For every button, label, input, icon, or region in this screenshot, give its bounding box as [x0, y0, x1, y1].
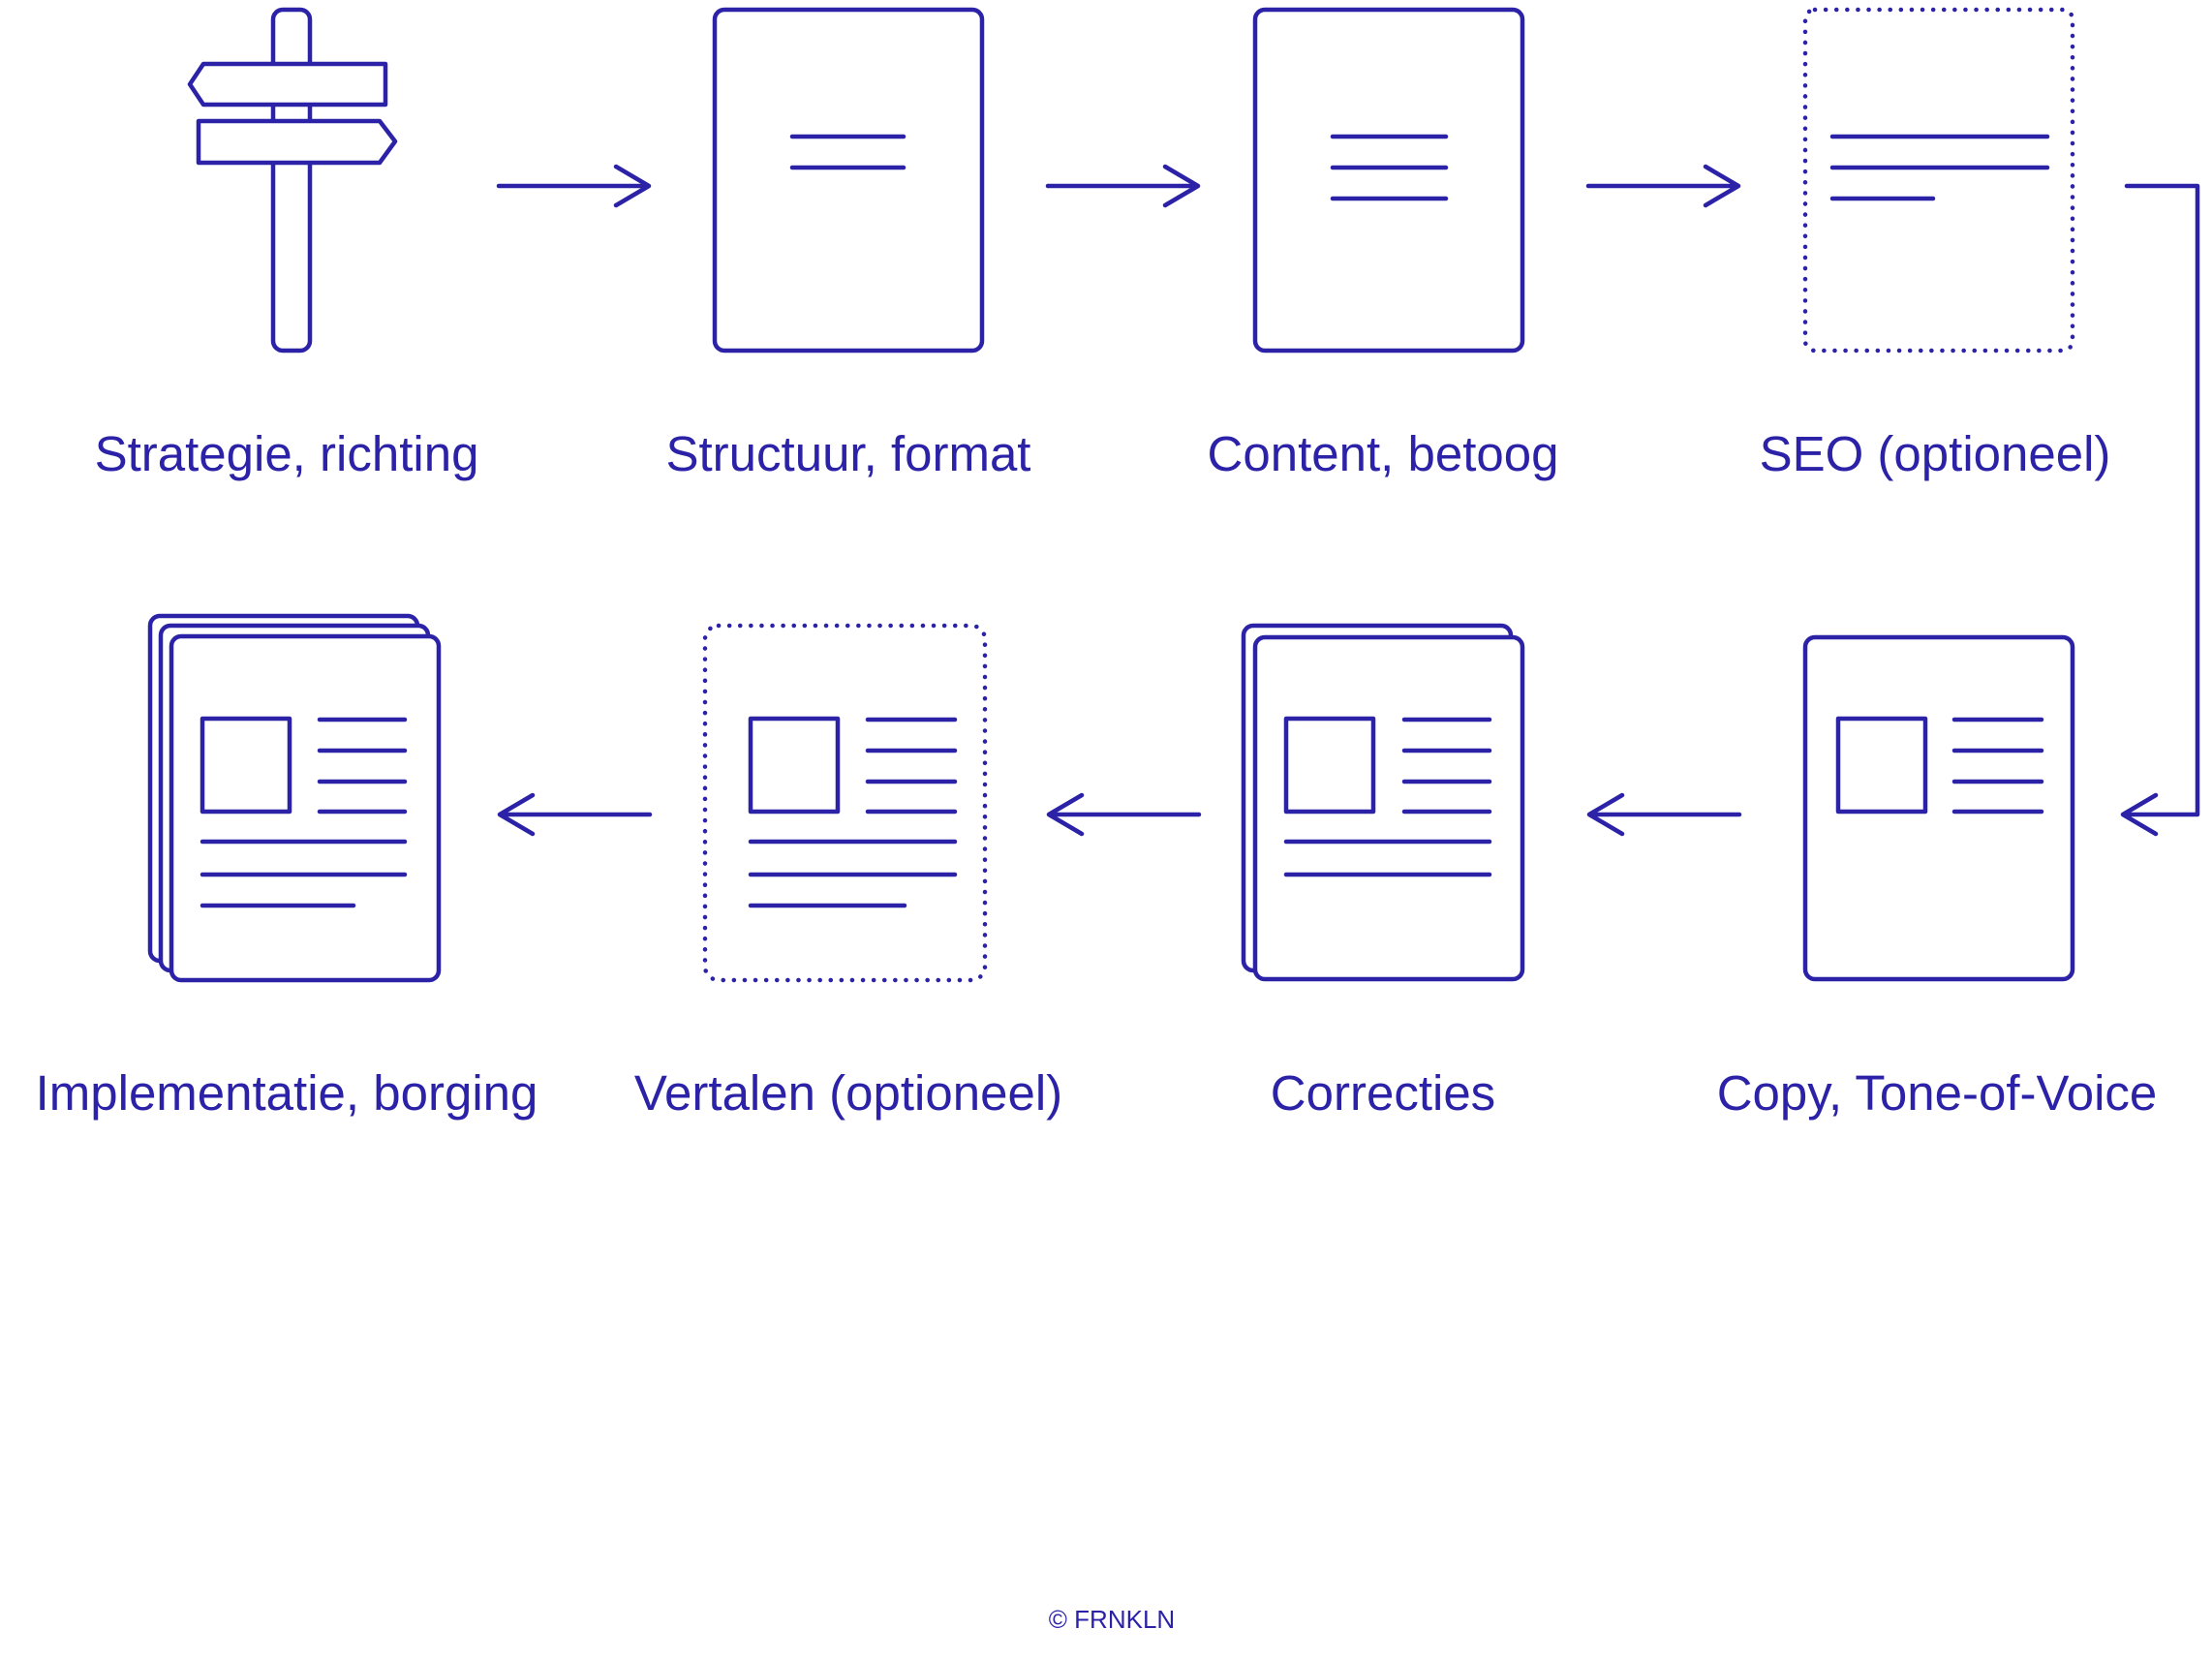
step-label-strategy: Strategie, richting	[95, 426, 479, 481]
document-pile-icon	[147, 613, 442, 983]
step-label-copy: Copy, Tone-of-Voice	[1717, 1065, 2158, 1121]
arrow-turn-down-left-icon	[2120, 183, 2200, 837]
arrow-right-icon	[1045, 164, 1201, 208]
step-label-content: Content, betoog	[1208, 426, 1559, 481]
document-stack-icon	[1241, 623, 1525, 982]
signpost-icon	[187, 7, 398, 354]
step-translate: Vertalen (optioneel)	[634, 623, 1062, 1121]
arrow-right-icon	[1585, 164, 1741, 208]
step-structure: Structuur, format	[666, 7, 1031, 481]
arrow-left-icon	[1046, 792, 1202, 837]
step-label-translate: Vertalen (optioneel)	[634, 1065, 1062, 1121]
step-corrections: Correcties	[1241, 623, 1525, 1121]
document-layout-icon	[1802, 634, 2075, 982]
document-layout-dotted-icon	[702, 623, 988, 983]
arrow-right-icon	[496, 164, 652, 208]
step-implementation: Implementatie, borging	[36, 613, 538, 1121]
document-outline-icon	[712, 7, 985, 354]
step-label-corrections: Correcties	[1271, 1065, 1495, 1121]
step-label-seo: SEO (optioneel)	[1760, 426, 2111, 481]
document-text-icon	[1252, 7, 1525, 354]
step-label-implementation: Implementatie, borging	[36, 1065, 538, 1121]
step-copy: Copy, Tone-of-Voice	[1717, 634, 2158, 1121]
copyright-text: © FRNKLN	[1049, 1605, 1175, 1634]
document-dotted-icon	[1802, 7, 2075, 354]
step-seo: SEO (optioneel)	[1760, 7, 2111, 481]
step-content: Content, betoog	[1208, 7, 1559, 481]
arrow-left-icon	[497, 792, 653, 837]
step-label-structure: Structuur, format	[666, 426, 1031, 481]
arrow-left-icon	[1586, 792, 1742, 837]
step-strategy: Strategie, richting	[95, 7, 479, 481]
